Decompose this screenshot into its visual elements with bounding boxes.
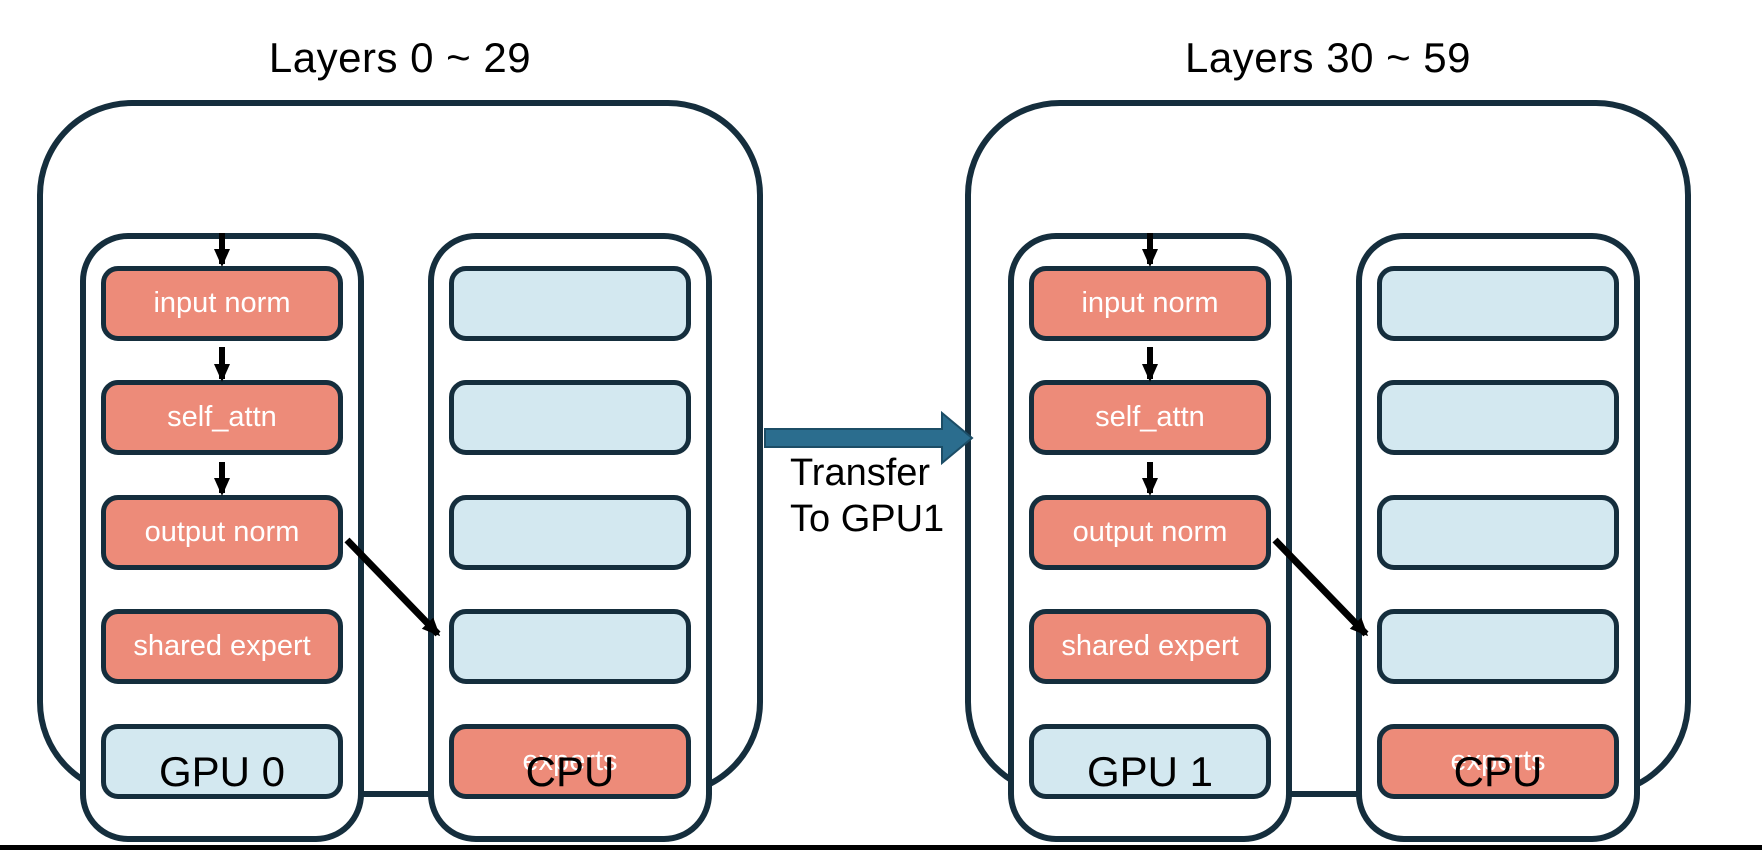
cpu-column: experts	[428, 233, 712, 842]
cpu-column: experts	[1356, 233, 1640, 842]
group-title: Layers 0 ~ 29	[268, 34, 532, 81]
block-label: experts	[522, 745, 618, 777]
block-empty	[1377, 380, 1619, 455]
transfer-label-line1: Transfer	[790, 452, 931, 494]
block-label: experts	[1450, 745, 1546, 777]
block-input-norm: input norm	[1029, 266, 1271, 341]
gpu1-label: GPU 1	[1086, 748, 1214, 795]
block-label: self_attn	[1095, 401, 1205, 433]
block-shared-expert: shared expert	[101, 609, 343, 684]
block-output-norm: output norm	[1029, 495, 1271, 570]
group-container: input norm self_attn output norm shared …	[965, 100, 1691, 842]
block-label: shared expert	[133, 630, 311, 662]
gpu0-column: input norm self_attn output norm shared …	[80, 233, 364, 842]
bottom-edge-bar	[0, 845, 1762, 850]
block-empty	[449, 495, 691, 570]
block-label: shared expert	[1061, 630, 1239, 662]
block-empty	[1377, 495, 1619, 570]
block-experts: experts	[449, 724, 691, 799]
cpu-label: CPU	[1453, 748, 1543, 795]
block-input-norm: input norm	[101, 266, 343, 341]
transfer-label-line2: To GPU1	[790, 498, 945, 540]
group-container: input norm self_attn output norm shared …	[37, 100, 763, 842]
layer-group-0: Layers 0 ~ 29 input norm self_attn outpu…	[37, 0, 763, 850]
block-empty	[449, 266, 691, 341]
block-empty	[1377, 266, 1619, 341]
block-self-attn: self_attn	[101, 380, 343, 455]
block-label: output norm	[1072, 516, 1228, 548]
layer-group-1: Layers 30 ~ 59 input norm self_attn outp…	[965, 0, 1691, 850]
block-experts: experts	[1377, 724, 1619, 799]
block-label: input norm	[1081, 287, 1219, 319]
block-label: self_attn	[167, 401, 277, 433]
block-shared-expert: shared expert	[1029, 609, 1271, 684]
block-label: input norm	[153, 287, 291, 319]
block-empty	[1377, 609, 1619, 684]
group-title: Layers 30 ~ 59	[1184, 34, 1472, 81]
block-self-attn: self_attn	[1029, 380, 1271, 455]
block-label: output norm	[144, 516, 300, 548]
block-empty	[101, 724, 343, 799]
block-output-norm: output norm	[101, 495, 343, 570]
cpu-label: CPU	[525, 748, 615, 795]
block-empty	[449, 380, 691, 455]
block-empty	[1029, 724, 1271, 799]
block-empty	[449, 609, 691, 684]
gpu0-label: GPU 0	[158, 748, 286, 795]
